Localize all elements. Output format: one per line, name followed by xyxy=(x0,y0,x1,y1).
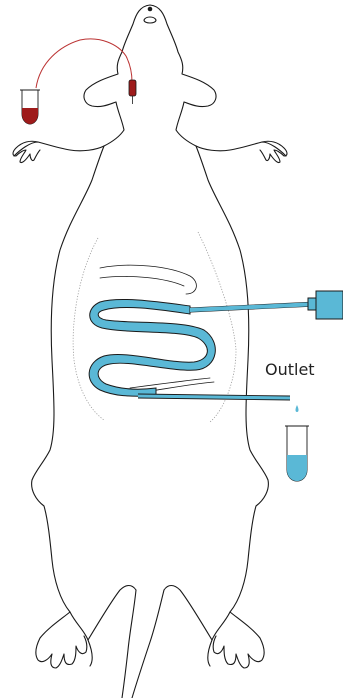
outlet-drip xyxy=(296,405,299,412)
perfused-loop xyxy=(89,299,215,396)
small-intestine-segment xyxy=(89,265,215,396)
syringe-icon xyxy=(308,291,343,319)
outlet-label: Outlet xyxy=(265,360,315,379)
cannula-icon xyxy=(129,80,136,104)
test-tube-icon xyxy=(285,426,309,481)
rat-body-outline xyxy=(13,5,287,698)
perfusion-inlet xyxy=(190,291,343,319)
test-tube-icon xyxy=(20,90,40,124)
perfusion-outlet xyxy=(138,394,309,481)
